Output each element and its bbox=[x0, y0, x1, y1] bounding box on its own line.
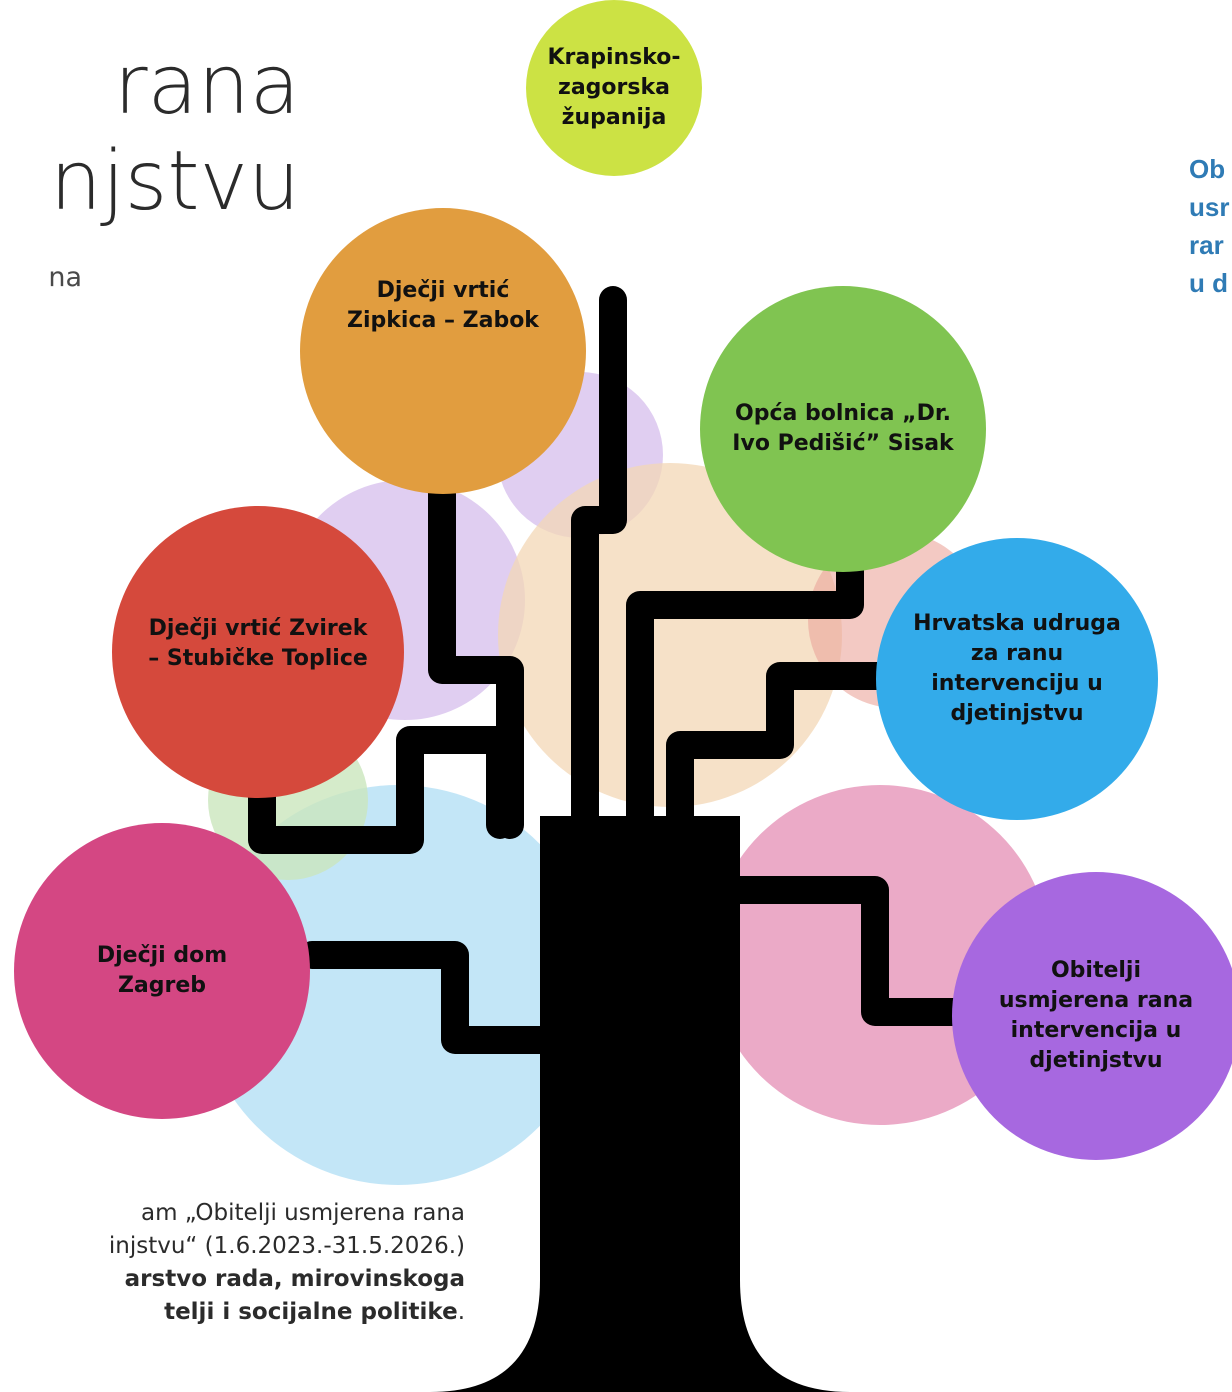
tree-trunk bbox=[430, 816, 850, 1392]
node-krapinsko-line-1: Krapinsko- bbox=[547, 45, 681, 70]
node-dom-line-2: Zagreb bbox=[117, 973, 207, 998]
node-bolnica-line-2: Ivo Pedišić” Sisak bbox=[732, 431, 954, 456]
node-zvirek-line-2: – Stubičke Toplice bbox=[148, 646, 368, 671]
node-zipkica: Dječji vrtić Zipkica – Zabok bbox=[300, 208, 586, 494]
node-zvirek-line-1: Dječji vrtić Zvirek bbox=[148, 616, 368, 641]
node-zipkica-line-1: Dječji vrtić bbox=[376, 278, 510, 303]
node-udruga-line-4: djetinjstvu bbox=[950, 701, 1084, 726]
node-zipkica-line-2: Zipkica – Zabok bbox=[347, 308, 539, 333]
program-line-4: telji i socijalne politike bbox=[164, 1299, 458, 1325]
branch-udruga bbox=[666, 662, 896, 839]
node-udruga-line-1: Hrvatska udruga bbox=[913, 611, 1121, 636]
side-text-line-4: u d bbox=[1189, 268, 1228, 298]
branch-krapinsko bbox=[571, 286, 627, 839]
node-bolnica: Opća bolnica „Dr. Ivo Pedišić” Sisak bbox=[700, 286, 986, 572]
branch-zvirek bbox=[248, 726, 514, 854]
node-krapinsko-line-2: zagorska županija bbox=[558, 75, 670, 130]
program-line-2: injstvu“ (1.6.2023.-31.5.2026.) bbox=[108, 1233, 465, 1259]
node-obitelji-line-4: djetinjstvu bbox=[1029, 1048, 1163, 1073]
program-line-4-end: . bbox=[457, 1299, 465, 1325]
branch-bolnica bbox=[626, 546, 864, 839]
side-text-line-3: rar bbox=[1189, 230, 1224, 260]
page-title: rana njstvu bbox=[0, 38, 300, 230]
tree-branches bbox=[248, 286, 979, 1054]
title-line-1: rana bbox=[113, 38, 300, 133]
trunk-shape bbox=[430, 816, 850, 1392]
node-udruga: Hrvatska udruga za ranu intervenciju u d… bbox=[876, 538, 1158, 820]
node-bolnica-line-1: Opća bolnica „Dr. bbox=[735, 401, 951, 426]
side-text-line-1: Ob bbox=[1189, 154, 1226, 184]
node-dom-line-1: Dječji dom bbox=[96, 943, 228, 968]
title-line-2: njstvu bbox=[49, 134, 300, 229]
branch-dom bbox=[298, 941, 559, 1054]
side-text-line-2: usr bbox=[1189, 192, 1230, 222]
node-dom: Dječji dom Zagreb bbox=[14, 823, 310, 1119]
bubble-light-blue bbox=[198, 785, 598, 1185]
subtitle-fragment: na bbox=[48, 262, 82, 293]
side-logo-text: Ob usr rar u d bbox=[1189, 150, 1229, 302]
node-obitelji: Obitelji usmjerena rana intervencija u d… bbox=[952, 872, 1232, 1160]
node-krapinsko: Krapinsko- zagorska županija bbox=[526, 0, 702, 176]
branch-obitelji bbox=[706, 876, 979, 1026]
program-line-3: arstvo rada, mirovinskoga bbox=[124, 1266, 465, 1292]
node-zvirek: Dječji vrtić Zvirek – Stubičke Toplice bbox=[112, 506, 404, 798]
program-description: am „Obitelji usmjerena rana injstvu“ (1.… bbox=[0, 1197, 465, 1329]
node-udruga-line-2: za ranu bbox=[970, 641, 1064, 666]
program-line-1: am „Obitelji usmjerena rana bbox=[140, 1200, 465, 1226]
program-line-4-wrap: telji i socijalne politike. bbox=[0, 1296, 465, 1329]
node-obitelji-line-3: intervencija u bbox=[1010, 1018, 1182, 1043]
node-obitelji-line-2: usmjerena rana bbox=[998, 988, 1194, 1013]
node-udruga-line-3: intervenciju u bbox=[931, 671, 1103, 696]
node-obitelji-line-1: Obitelji bbox=[1050, 958, 1142, 983]
